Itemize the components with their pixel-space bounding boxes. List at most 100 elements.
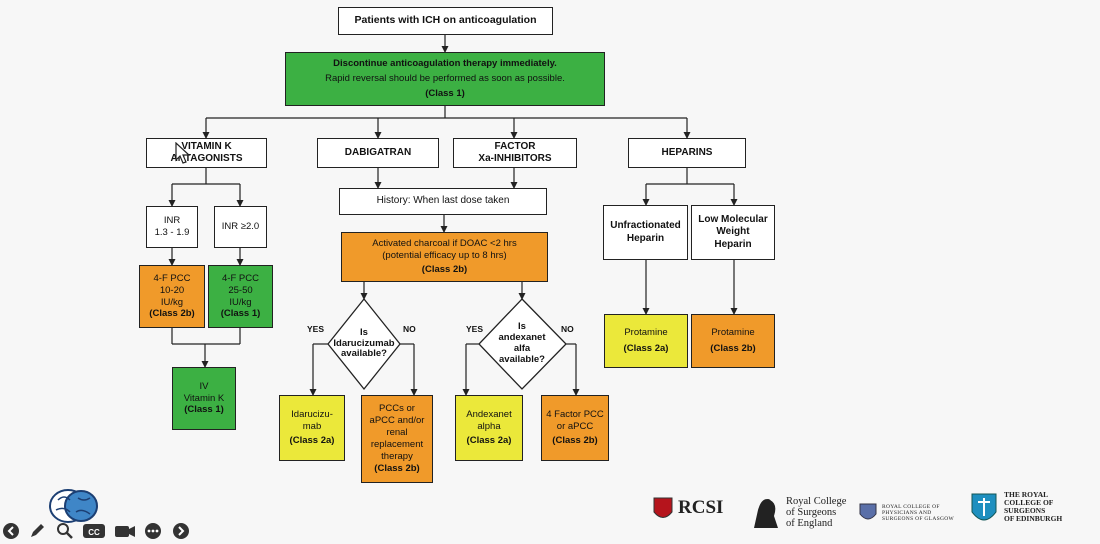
pccrenal-class: (Class 2b) (374, 462, 420, 474)
iv-vitamin-k-box: IV Vitamin K (Class 1) (172, 367, 236, 430)
pcc-low-line1: 4-F PCC (153, 272, 191, 284)
andexanet-outcome-box: Andexanet alpha (Class 2a) (455, 395, 523, 461)
pccrenal-line1: PCCs or (379, 403, 415, 415)
lmwh-line3: Heparin (714, 238, 752, 250)
charcoal-line1: Activated charcoal if DOAC <2 hrs (372, 238, 517, 250)
vitamin-k-antagonists-box: VITAMIN K ANTAGONISTS (146, 138, 267, 168)
pcc-low-line2: 10-20 (159, 284, 185, 296)
idaru-out-class: (Class 2a) (289, 435, 335, 447)
camera-icon[interactable] (114, 522, 136, 540)
charcoal-line2: (potential efficacy up to 8 hrs) (382, 250, 507, 262)
history-last-dose-box: History: When last dose taken (339, 188, 547, 215)
pcc-low-dose-box: 4-F PCC 10-20 IU/kg (Class 2b) (139, 265, 205, 328)
idaru-q-line2: Idarucizumab (333, 337, 395, 349)
protamine-lmwh-box: Protamine (Class 2b) (691, 314, 775, 368)
ich-anticoagulation-title-box: Patients with ICH on anticoagulation (338, 7, 553, 35)
andex-q-line3: alfa (513, 343, 531, 354)
heparins-label: HEPARINS (661, 146, 713, 158)
rcps-glasgow-logo-text: ROYAL COLLEGE OF PHYSICIANS AND SURGEONS… (882, 504, 955, 522)
prot-ufh-class: (Class 2a) (623, 343, 669, 354)
rcps-glasgow-crest-icon (859, 503, 877, 520)
discontinue-line2: Rapid reversal should be performed as so… (325, 73, 565, 85)
rcs-edinburgh-crest-icon (971, 493, 997, 521)
inr-low-box: INR 1.3 - 1.9 (146, 206, 198, 248)
rcpsg-line3: SURGEONS OF GLASGOW (882, 515, 955, 522)
vitk-line2: Vitamin K (183, 392, 225, 404)
rcs-edinburgh-logo-text: THE ROYAL COLLEGE OF SURGEONS OF EDINBUR… (1004, 491, 1062, 523)
vitk-class: (Class 1) (184, 404, 224, 416)
four-factor-pcc-outcome-box: 4 Factor PCC or aPCC (Class 2b) (541, 395, 609, 461)
lmwh-line2: Weight (716, 226, 750, 238)
mouse-cursor-icon (175, 142, 191, 164)
pccrenal-line5: therapy (381, 450, 413, 462)
andex-q-line1: Is (518, 321, 526, 333)
idaru-out-line1: Idarucizu- (291, 408, 333, 420)
pcc-high-class: (Class 1) (220, 308, 261, 320)
more-icon[interactable] (144, 522, 162, 540)
vka-label-line1: VITAMIN K (181, 140, 232, 152)
back-arrow-icon[interactable] (2, 522, 20, 540)
zoom-icon[interactable] (56, 522, 74, 540)
andex-q-line2: andexanet (498, 332, 546, 344)
pcc-low-line3: IU/kg (160, 296, 184, 308)
ffpcc-line2: or aPCC (556, 420, 594, 432)
pccrenal-line3: renal (386, 427, 408, 439)
rcse-line3: of England (786, 518, 833, 530)
pccrenal-line4: replacement (370, 439, 424, 450)
rcpsg-line2: PHYSICIANS AND (882, 509, 932, 516)
idaru-no-label: NO (403, 324, 416, 334)
dabigatran-box: DABIGATRAN (317, 138, 439, 168)
forward-arrow-icon[interactable] (172, 522, 190, 540)
rcse-line1: Royal College (786, 496, 847, 507)
rcpsg-line1: ROYAL COLLEGE OF (882, 504, 940, 510)
idaru-out-line2: mab (302, 420, 322, 432)
prot-lmwh-class: (Class 2b) (710, 343, 756, 354)
lmwh-line1: Low Molecular (698, 213, 768, 225)
andexanet-question: Is andexanet alfa available? (484, 317, 560, 371)
inr-high-box: INR ≥2.0 (214, 206, 267, 248)
charcoal-class: (Class 2b) (421, 263, 468, 275)
captions-icon[interactable]: CC (82, 522, 106, 540)
unfractionated-heparin-box: Unfractionated Heparin (603, 205, 688, 260)
pcc-high-dose-box: 4-F PCC 25-50 IU/kg (Class 1) (208, 265, 273, 328)
protamine-ufh-box: Protamine (Class 2a) (604, 314, 688, 368)
andex-out-line2: alpha (477, 420, 501, 432)
rcs-england-crest-icon (754, 499, 778, 528)
svg-text:CC: CC (88, 528, 100, 537)
andex-out-line1: Andexanet (466, 408, 512, 420)
andex-yes-label: YES (466, 324, 484, 334)
rcse-line2: of Surgeons (786, 507, 837, 519)
andex-q-line4: available? (499, 353, 545, 365)
idarucizumab-question: Is Idarucizumab available? (328, 322, 400, 366)
idaru-q-line1: Is (360, 326, 368, 338)
andex-out-class: (Class 2a) (466, 435, 512, 447)
rcsed-line4: OF EDINBURGH (1004, 513, 1063, 523)
ufh-line1: Unfractionated (610, 220, 681, 231)
discontinue-line1: Discontinue anticoagulation therapy imme… (333, 58, 557, 70)
inr-low-line2: 1.3 - 1.9 (154, 227, 190, 238)
idarucizumab-decision-diamond (327, 297, 401, 391)
pcc-renal-outcome-box: PCCs or aPCC and/or renal replacement th… (361, 395, 433, 483)
rcsed-line1: THE ROYAL (1004, 490, 1049, 499)
activated-charcoal-box: Activated charcoal if DOAC <2 hrs (poten… (341, 232, 548, 282)
rcsed-line3: SURGEONS (1004, 505, 1046, 515)
idarucizumab-outcome-box: Idarucizu- mab (Class 2a) (279, 395, 345, 461)
brain-logo-icon (49, 489, 98, 523)
pen-icon[interactable] (28, 522, 46, 540)
vka-label-line2: ANTAGONISTS (170, 153, 243, 164)
rcsi-logo-text: RCSI (678, 497, 724, 518)
dabigatran-label: DABIGATRAN (344, 146, 412, 158)
andexanet-decision-diamond (478, 298, 567, 390)
ufh-line2: Heparin (626, 232, 665, 244)
ich-title: Patients with ICH on anticoagulation (354, 14, 537, 27)
ffpcc-line1: 4 Factor PCC (546, 408, 604, 420)
vitk-line1: IV (199, 380, 209, 392)
ffpcc-class: (Class 2b) (552, 435, 598, 447)
rcsed-line2: COLLEGE OF (1004, 497, 1054, 507)
idaru-q-line3: available? (341, 348, 387, 360)
andex-no-label: NO (561, 324, 574, 334)
pcc-low-class: (Class 2b) (149, 308, 195, 320)
pccrenal-line2: aPCC and/or (369, 415, 425, 427)
prot-lmwh-line1: Protamine (711, 327, 755, 339)
